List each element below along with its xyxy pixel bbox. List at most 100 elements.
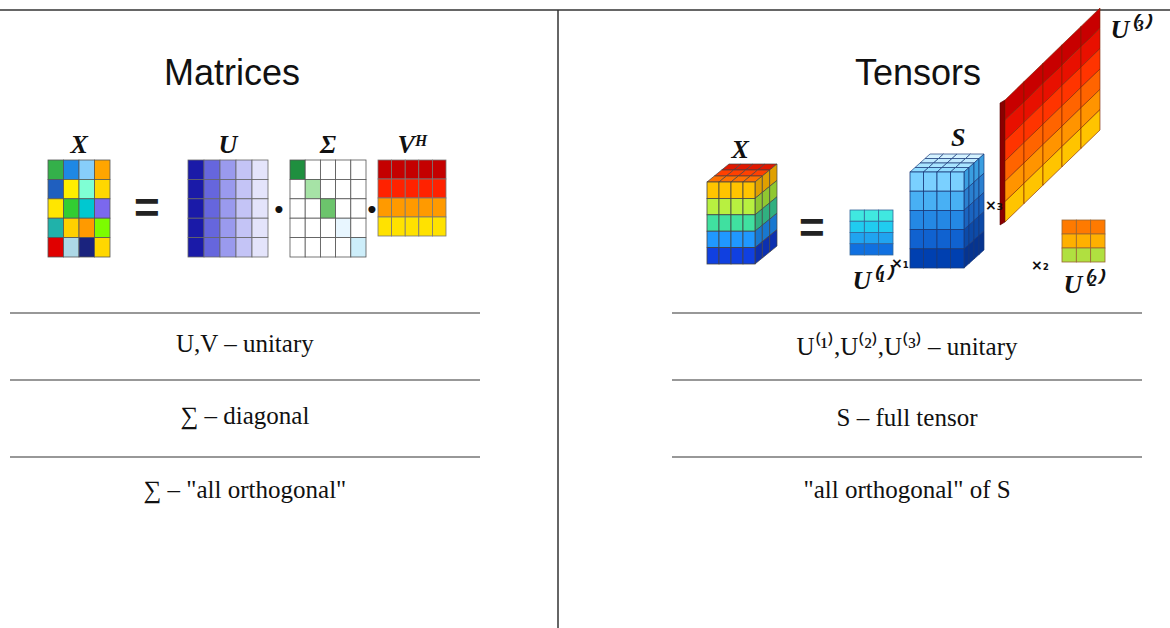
tensor-cell-front xyxy=(910,230,924,249)
matrix-cell xyxy=(392,217,406,236)
tensor-cell xyxy=(879,221,893,232)
tensor-cell-front xyxy=(910,191,924,210)
tensor-cell-front xyxy=(937,210,951,229)
matrix-cell xyxy=(305,218,320,237)
matrix-cell xyxy=(220,218,236,237)
tensor-cell xyxy=(879,210,893,221)
tensor-cell-front xyxy=(951,172,965,191)
matrix-box: Vᴴ xyxy=(378,160,446,236)
tensor-cell-front xyxy=(924,230,938,249)
matrix-cell xyxy=(392,160,406,179)
tensor-cell-front xyxy=(937,172,951,191)
matrix-cell xyxy=(188,238,204,257)
tensor-cell-side xyxy=(755,242,762,264)
matrix-cell xyxy=(188,160,204,179)
matrix-cell xyxy=(252,238,268,257)
matrix-cell xyxy=(351,238,366,257)
matrix-cell xyxy=(252,199,268,218)
tensor-cell xyxy=(879,244,893,255)
tensor-cell xyxy=(864,233,878,244)
matrix-cell xyxy=(336,160,351,179)
matrix-cell xyxy=(95,160,111,179)
matrix-cell xyxy=(204,160,220,179)
matrix-cell xyxy=(220,179,236,198)
tensor-cell xyxy=(1076,248,1090,262)
matrix-box: U xyxy=(188,160,268,257)
tensor-cell xyxy=(1076,220,1090,234)
matrix-cell xyxy=(320,238,335,257)
table-cell: U,V – unitary xyxy=(176,330,314,359)
matrix-label: Σ xyxy=(320,130,336,160)
matrix-cell xyxy=(336,179,351,198)
tensor-cell xyxy=(879,233,893,244)
tensor-cell xyxy=(1091,234,1105,248)
matrix-cell xyxy=(405,179,419,198)
tensor-cell xyxy=(1076,234,1090,248)
tensor-cell-front xyxy=(719,198,731,214)
matrix-box: X xyxy=(48,160,110,257)
operator: = xyxy=(134,183,160,234)
tensor-cell-side xyxy=(762,236,769,258)
matrix-cell xyxy=(236,160,252,179)
matrix-cell xyxy=(188,218,204,237)
matrix-cell xyxy=(236,238,252,257)
matrix-cell xyxy=(48,179,64,198)
matrix-cell xyxy=(204,238,220,257)
matrix-cell xyxy=(305,199,320,218)
tensor-cell-front xyxy=(731,215,743,231)
matrix-cell xyxy=(432,160,446,179)
matrix-cell xyxy=(204,218,220,237)
matrix-cell xyxy=(320,218,335,237)
mode-product: ×₃ xyxy=(985,197,1003,213)
tensor-cell xyxy=(1024,165,1043,204)
matrix-label: Vᴴ xyxy=(398,130,427,160)
tensor-cell xyxy=(1005,183,1024,222)
matrix-cell xyxy=(378,217,392,236)
tensor-cell-front xyxy=(743,198,755,214)
matrix-label: U⁽¹⁾ xyxy=(853,266,892,296)
table-cell: U⁽¹⁾,U⁽²⁾,U⁽³⁾ – unitary xyxy=(797,333,1018,362)
operator: = xyxy=(799,203,825,254)
factor-box: U⁽³⁾ xyxy=(1000,8,1100,225)
tensor-cell-front xyxy=(924,191,938,210)
panel-divider xyxy=(557,10,559,628)
mode-product: ×₂ xyxy=(1031,257,1049,273)
tensor-cell-front xyxy=(719,231,731,247)
matrix-cell xyxy=(290,179,305,198)
tensor-cell-front xyxy=(937,249,951,268)
tensor-cell xyxy=(1043,146,1062,185)
matrix-cell xyxy=(392,179,406,198)
matrix-cell xyxy=(64,218,80,237)
table-cell: ∑ – diagonal xyxy=(181,402,310,431)
matrix-cell xyxy=(188,199,204,218)
matrix-cell xyxy=(188,179,204,198)
matrix-cell xyxy=(252,218,268,237)
matrix-cell xyxy=(378,179,392,198)
tensor-cell-front xyxy=(743,182,755,198)
tensor-cell xyxy=(864,244,878,255)
tensor-cell-front xyxy=(910,249,924,268)
table-cell: S – full tensor xyxy=(837,404,978,433)
tensor-cell xyxy=(1091,220,1105,234)
tensor-cell-side xyxy=(964,244,969,268)
operator: • xyxy=(366,199,379,222)
illustration xyxy=(48,8,1105,268)
matrix-cell xyxy=(378,160,392,179)
tensor-cell-front xyxy=(951,210,965,229)
tensor-cell xyxy=(1062,128,1081,167)
matrix-cell xyxy=(220,199,236,218)
factor-box: U⁽²⁾ xyxy=(1062,220,1105,262)
tensor-cell-front xyxy=(743,215,755,231)
matrix-cell xyxy=(419,160,433,179)
matrix-cell xyxy=(432,198,446,217)
matrix-label: U xyxy=(219,130,238,160)
tensor-cell xyxy=(850,233,864,244)
matrix-cell xyxy=(419,217,433,236)
tensor-cell-front xyxy=(924,172,938,191)
tensor-cell-front xyxy=(910,210,924,229)
matrix-cell xyxy=(95,179,111,198)
tensor-cell xyxy=(1062,220,1076,234)
tensor-cell-front xyxy=(719,215,731,231)
panel-heading: Matrices xyxy=(164,52,300,93)
